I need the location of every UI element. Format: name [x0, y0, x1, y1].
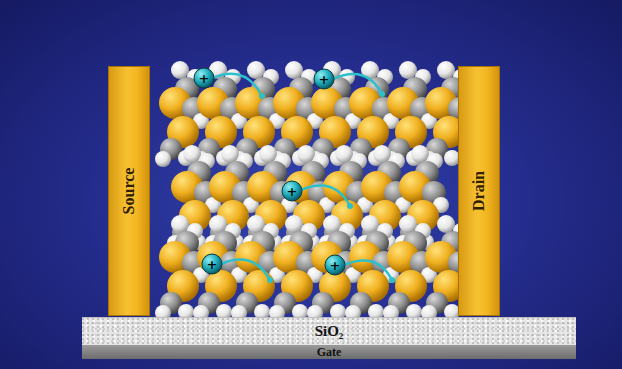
charge-sign: +	[326, 259, 344, 272]
charge-sign: +	[283, 185, 301, 198]
charge-sign: +	[315, 73, 333, 86]
node-label: Source	[121, 168, 137, 215]
gate-electrode: Gate	[82, 345, 576, 359]
charge-sign: +	[195, 72, 213, 85]
dielectric-layer: SiO₂	[82, 317, 576, 345]
node-label: Drain	[471, 171, 487, 211]
source-electrode: Source	[108, 66, 150, 316]
charge-sign: +	[203, 258, 221, 271]
drain-electrode: Drain	[458, 66, 500, 316]
node-label: SiO₂	[315, 324, 344, 339]
node-label: Gate	[317, 346, 342, 358]
